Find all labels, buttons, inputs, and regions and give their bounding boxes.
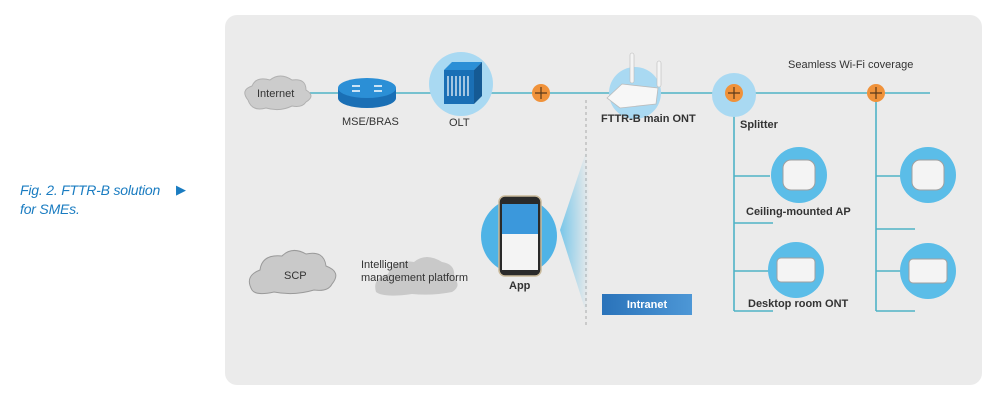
intranet-badge: Intranet: [602, 294, 692, 315]
smartphone-icon: [481, 195, 557, 277]
caption-line-2: for SMEs.: [20, 201, 80, 217]
splitter-icon: [532, 84, 550, 102]
management-platform-line-2: management platform: [361, 272, 468, 284]
management-platform-label: Intelligent management platform: [361, 259, 468, 285]
desktop-ont-label: Desktop room ONT: [748, 298, 849, 310]
ceiling-ap-icon: [771, 147, 827, 203]
ont-router-icon: [606, 52, 662, 119]
main-ont-label: FTTR-B main ONT: [601, 113, 696, 125]
splitter-main-icon: [712, 73, 756, 117]
splitter-label: Splitter: [740, 119, 778, 131]
scp-cloud-icon: [248, 250, 337, 295]
diagram-panel: [225, 15, 982, 385]
wifi-beam: [560, 140, 590, 325]
olt-label: OLT: [449, 117, 470, 129]
desktop-ont-icon: [768, 242, 824, 298]
splitter-wifi-icon: [867, 84, 885, 102]
caption-line-1: Fig. 2. FTTR-B solution: [20, 182, 161, 198]
router-icon: [338, 78, 396, 108]
management-cloud-icon: [375, 257, 458, 296]
ceiling-ap-label: Ceiling-mounted AP: [746, 206, 851, 218]
caption-arrow-icon: ▶: [176, 182, 186, 197]
wifi-coverage-label: Seamless Wi-Fi coverage: [788, 59, 914, 71]
ceiling-ap-icon-2: [900, 147, 956, 203]
caption-text: Fig. 2. FTTR-B solution for SMEs.: [20, 181, 190, 219]
management-platform-line-1: Intelligent: [361, 259, 409, 271]
desktop-ont-icon-2: [900, 243, 956, 299]
olt-chassis-icon: [429, 52, 493, 116]
internet-cloud-icon: [244, 75, 312, 111]
scp-label: SCP: [284, 270, 307, 282]
mse-bras-label: MSE/BRAS: [342, 116, 399, 128]
app-label: App: [509, 280, 531, 292]
internet-label: Internet: [257, 88, 295, 100]
